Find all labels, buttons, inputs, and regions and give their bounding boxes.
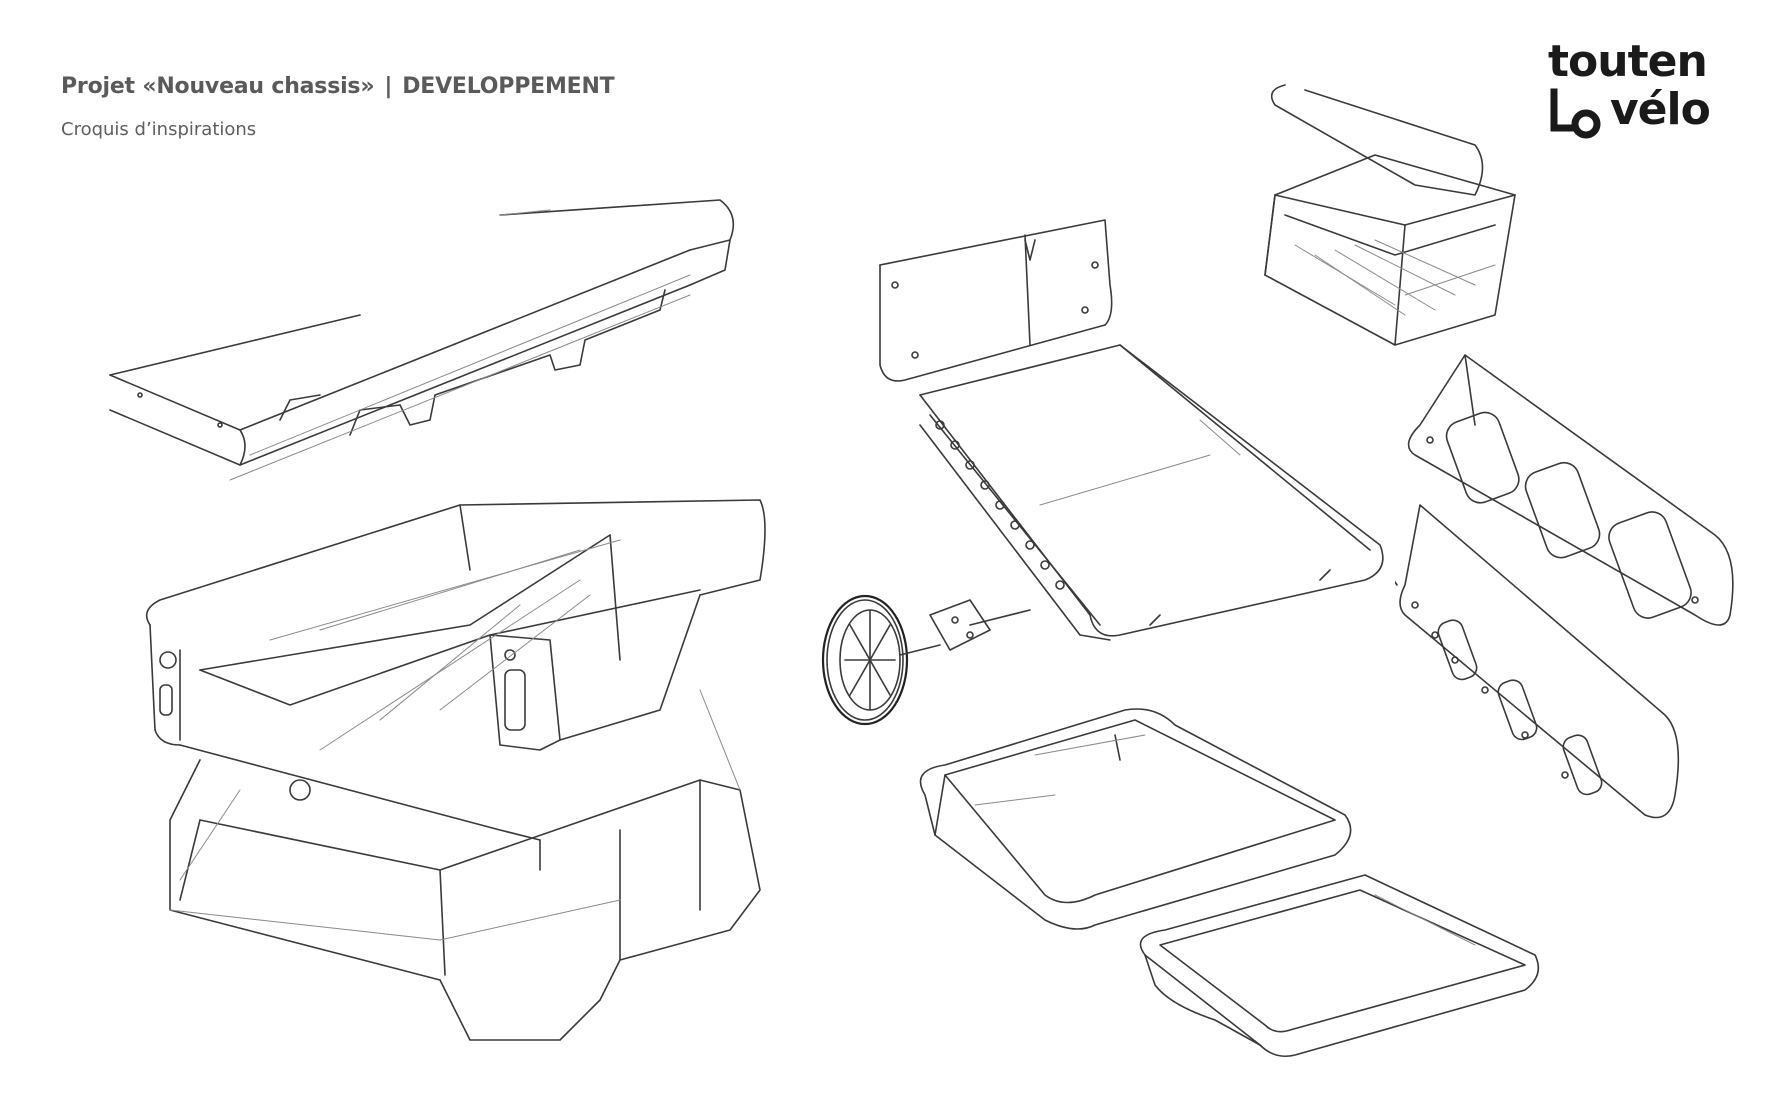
project-name: Projet «Nouveau chassis»: [61, 74, 375, 99]
sketch-side-panels: [1395, 354, 1734, 819]
sketch-folding-panel: [879, 219, 1113, 382]
sketch-flat-tray: [109, 199, 735, 481]
page-subtitle: Croquis d’inspirations: [61, 119, 257, 140]
sketch-bottom-trays: [919, 708, 1540, 1058]
section-name: DEVELOPPEMENT: [402, 74, 615, 99]
title-separator: |: [384, 74, 393, 99]
sketch-flat-board: [919, 344, 1384, 641]
brand-logo: touten vélo: [1548, 36, 1748, 148]
page-title: Projet «Nouveau chassis» | DEVELOPPEMENT: [61, 74, 615, 99]
logo-text-top: touten: [1548, 36, 1708, 87]
logo-bike-icon: [1550, 88, 1601, 139]
sketch-box-with-lid: [1264, 84, 1516, 346]
page-header: Projet «Nouveau chassis» | DEVELOPPEMENT C…: [61, 74, 615, 140]
sketch-wheel-bracket: [821, 594, 1031, 726]
sketch-stacked-trays: [145, 499, 766, 1041]
logo-text-bottom: vélo: [1610, 84, 1711, 135]
